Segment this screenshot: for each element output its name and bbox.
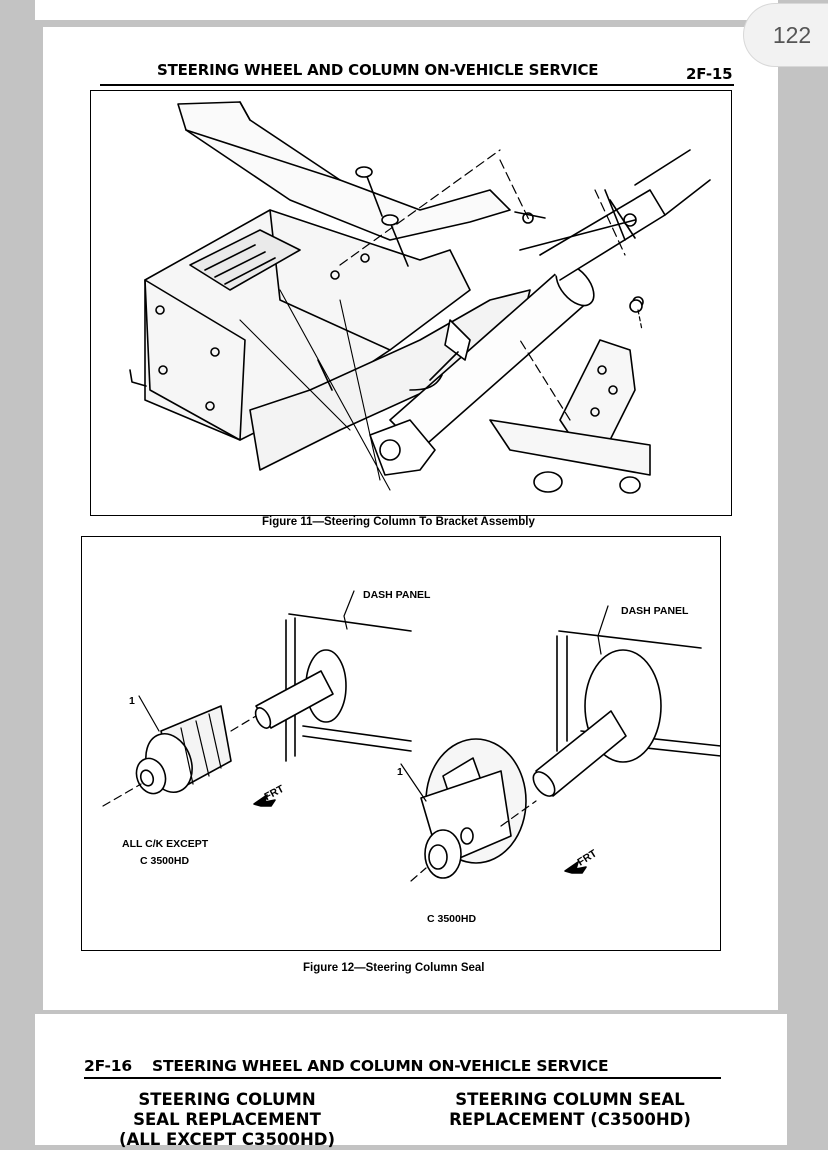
section-title-left-line1: STEERING COLUMN	[138, 1090, 316, 1109]
variant-label-left-line1: ALL C/K EXCEPT	[122, 838, 209, 850]
page-number-badge: 122	[744, 4, 828, 66]
figure-11-illustration	[129, 101, 711, 494]
next-page-header-rule	[84, 1077, 721, 1079]
previous-page-edge	[35, 0, 778, 20]
section-title-left-line3: (ALL EXCEPT C3500HD)	[118, 1130, 336, 1149]
next-page-header-title: STEERING WHEEL AND COLUMN ON-VEHICLE SER…	[152, 1057, 609, 1075]
running-header-title: STEERING WHEEL AND COLUMN ON-VEHICLE SER…	[157, 61, 599, 79]
running-header-page-code: 2F-15	[686, 65, 733, 83]
figure-11-caption: Figure 11—Steering Column To Bracket Ass…	[262, 516, 535, 528]
section-title-left-line2: SEAL REPLACEMENT	[133, 1110, 321, 1129]
section-title-right-line1: STEERING COLUMN SEAL	[455, 1090, 685, 1109]
next-page-header-code: 2F-16	[84, 1057, 132, 1075]
section-title-right-line2: REPLACEMENT (C3500HD)	[449, 1110, 691, 1129]
dash-panel-label-right: DASH PANEL	[621, 605, 689, 617]
figure-12-caption: Figure 12—Steering Column Seal	[303, 962, 485, 974]
item-1-label-left: 1	[129, 695, 135, 707]
dash-panel-label-left: DASH PANEL	[363, 589, 431, 601]
variant-label-right: C 3500HD	[427, 913, 477, 925]
item-1-label-right: 1	[397, 766, 403, 778]
section-title-all-except-c3500hd: STEERING COLUMN SEAL REPLACEMENT (ALL EX…	[102, 1090, 352, 1150]
section-title-c3500hd: STEERING COLUMN SEAL REPLACEMENT (C3500H…	[425, 1090, 715, 1130]
document-page-2f-16	[35, 1014, 787, 1145]
header-rule	[100, 84, 734, 86]
figure-12-illustration	[102, 590, 721, 882]
variant-label-left-line2: C 3500HD	[140, 855, 190, 867]
